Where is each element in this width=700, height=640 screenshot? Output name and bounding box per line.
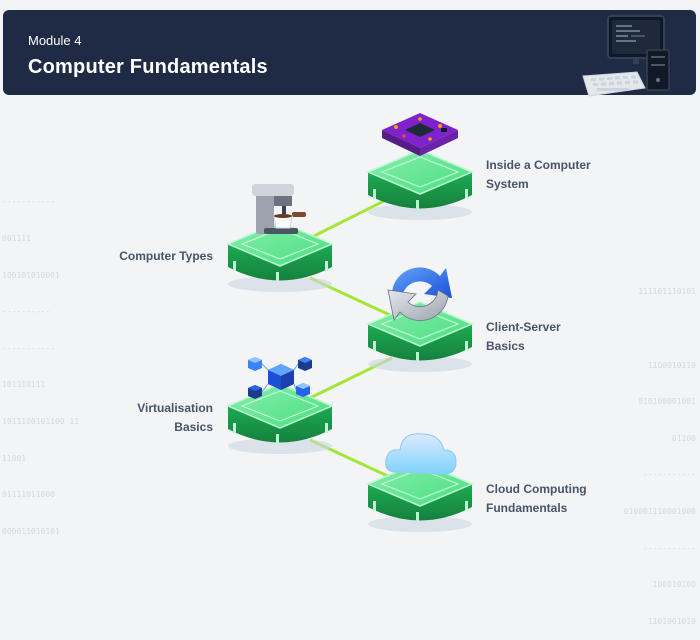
- topic-label-cloud-computing: Cloud Computing Fundamentals: [486, 482, 587, 515]
- platform-computer-types: [226, 221, 334, 292]
- sync-arrows-icon: [387, 267, 452, 321]
- cloud-icon: [385, 433, 457, 475]
- platform-inside-computer: [366, 149, 474, 220]
- module-header: Module 4 Computer Fundamentals: [3, 10, 696, 97]
- page-title: Computer Fundamentals: [28, 56, 268, 78]
- topic-label-inside-computer: Inside a Computer System: [486, 158, 591, 191]
- virtual-cubes-icon: [248, 357, 312, 399]
- connector-line: [309, 195, 393, 240]
- topic-roadmap: [226, 113, 474, 532]
- desktop-computer-icon: [582, 15, 670, 97]
- coffee-machine-icon: [252, 184, 306, 234]
- circuit-board-icon: [382, 113, 458, 156]
- topic-label-virtualisation: Virtualisation Basics: [137, 401, 213, 434]
- topic-label-computer-types: Computer Types: [119, 249, 213, 263]
- binary-decoration-left: ----------- 001111 100101010001 --------…: [2, 197, 80, 536]
- module-label: Module 4: [28, 33, 82, 48]
- topic-label-client-server: Client-Server Basics: [486, 320, 561, 353]
